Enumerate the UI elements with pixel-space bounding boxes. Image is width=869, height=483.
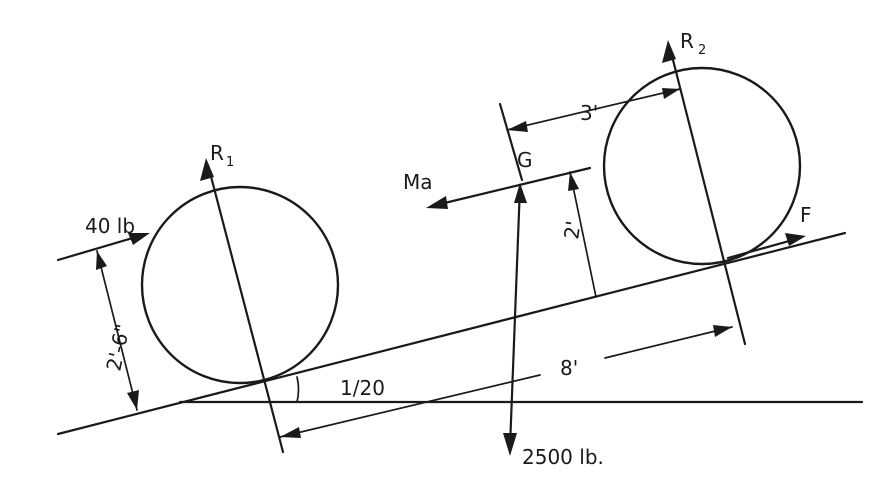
label-40lb: 40 lb [85,214,135,238]
ma-arrow [430,166,592,208]
label-g: G [517,148,533,172]
dim-8ft-left-arrow [280,427,301,438]
force-40lb-arrowhead [128,233,150,245]
label-8ft: 8' [560,356,578,380]
label-ma: Ma [403,170,433,194]
weight-arrowhead [503,433,517,456]
g-upward-arrowhead [514,183,527,203]
r2-reaction-arrow [668,46,747,346]
dim-2ft6in-line [96,250,138,411]
ma-arrowhead [426,196,448,209]
label-2ft: 2' [559,219,585,240]
label-f: F [800,203,812,227]
incline-surface-line [56,231,847,436]
weight-arrow [508,184,522,449]
dim-2ft-line [569,171,597,298]
dim-3ft-right-arrow [662,88,680,99]
rear-wheel [140,185,340,385]
label-3ft: 3' [580,101,598,125]
dim-2ft6in-bottom-arrow [127,390,139,410]
front-wheel [602,66,802,266]
friction-f-arrowhead [785,233,806,246]
dim-8ft-line-lower [279,374,541,438]
dim-2ft6in-top-arrow [96,251,107,270]
dim-3ft-line [506,88,681,131]
dim-3ft-left-arrow [507,121,528,132]
label-2ft6in: 2'-6" [101,322,134,373]
dim-2ft-top-arrow [568,172,579,191]
force-40lb-arrow [56,233,145,262]
label-r2: R [680,29,694,53]
slope-angle-arc [296,376,300,403]
r1-arrowhead [200,158,214,181]
dim-8ft-line-upper [604,326,733,359]
vertical-g-line [498,102,524,182]
label-2500lb: 2500 lb. [522,445,604,469]
label-r2-sub: 2 [698,43,706,58]
label-slope: 1/20 [340,376,385,400]
label-r1: R [210,141,224,165]
label-r1-sub: 1 [226,155,234,170]
r1-reaction-arrow [206,163,285,454]
dim-8ft-right-arrow [713,325,732,337]
r2-arrowhead [662,40,676,63]
